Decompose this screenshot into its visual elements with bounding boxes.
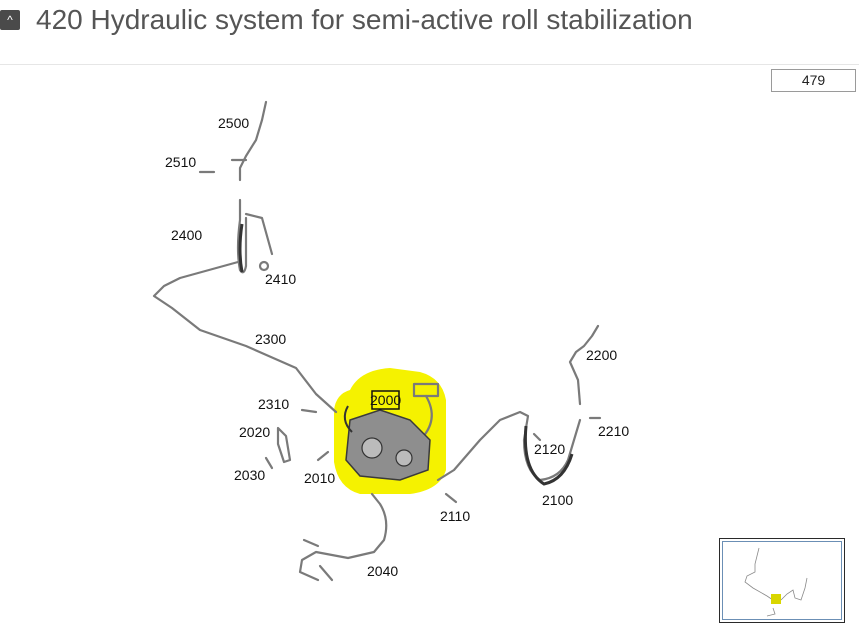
collapse-button[interactable]: ^ — [0, 10, 20, 30]
label-2300[interactable]: 2300 — [255, 331, 286, 347]
bolt-2310[interactable] — [300, 408, 318, 414]
label-2100[interactable]: 2100 — [542, 492, 573, 508]
parts-diagram: 2500 2510 2400 2410 2300 2310 2000 2020 … — [0, 64, 859, 637]
valve-block-2000[interactable] — [343, 405, 431, 481]
label-2120[interactable]: 2120 — [534, 441, 565, 457]
label-2030[interactable]: 2030 — [234, 467, 265, 483]
harness-2040[interactable] — [298, 492, 388, 582]
line-2400[interactable] — [236, 198, 248, 274]
line-2300[interactable] — [152, 260, 338, 414]
label-2210[interactable]: 2210 — [598, 423, 629, 439]
page-title: 420 Hydraulic system for semi-active rol… — [36, 4, 693, 35]
diagram-drawing: 2500 2510 2400 2410 2300 2310 2000 2020 … — [152, 100, 629, 582]
label-2020[interactable]: 2020 — [239, 424, 270, 440]
label-2000[interactable]: 2000 — [370, 392, 401, 408]
label-2500[interactable]: 2500 — [218, 115, 249, 131]
label-2510[interactable]: 2510 — [165, 154, 196, 170]
overview-minimap[interactable] — [719, 538, 845, 623]
minimap-viewport[interactable] — [722, 541, 842, 620]
clip-2020[interactable] — [276, 426, 292, 464]
line-2500[interactable] — [238, 100, 268, 182]
bolt-2110[interactable] — [444, 492, 458, 504]
label-2310[interactable]: 2310 — [258, 396, 289, 412]
overview-thumbnail-icon — [744, 547, 808, 617]
label-2110[interactable]: 2110 — [440, 508, 470, 524]
page-header: ^ 420 Hydraulic system for semi-active r… — [0, 0, 859, 65]
bolt-2010[interactable] — [316, 450, 330, 462]
label-2400[interactable]: 2400 — [171, 227, 202, 243]
bolt-2120[interactable] — [532, 432, 542, 442]
chevron-up-icon: ^ — [7, 13, 13, 27]
bolt-2030[interactable] — [264, 456, 274, 470]
label-2040[interactable]: 2040 — [367, 563, 398, 579]
label-2410[interactable]: 2410 — [265, 271, 296, 287]
nut-2410[interactable] — [258, 260, 270, 272]
selected-label-box — [371, 390, 400, 410]
page-number-field[interactable]: 479 — [771, 69, 856, 92]
label-2200[interactable]: 2200 — [586, 347, 617, 363]
line-2200[interactable] — [568, 324, 600, 406]
label-2010[interactable]: 2010 — [304, 470, 335, 486]
